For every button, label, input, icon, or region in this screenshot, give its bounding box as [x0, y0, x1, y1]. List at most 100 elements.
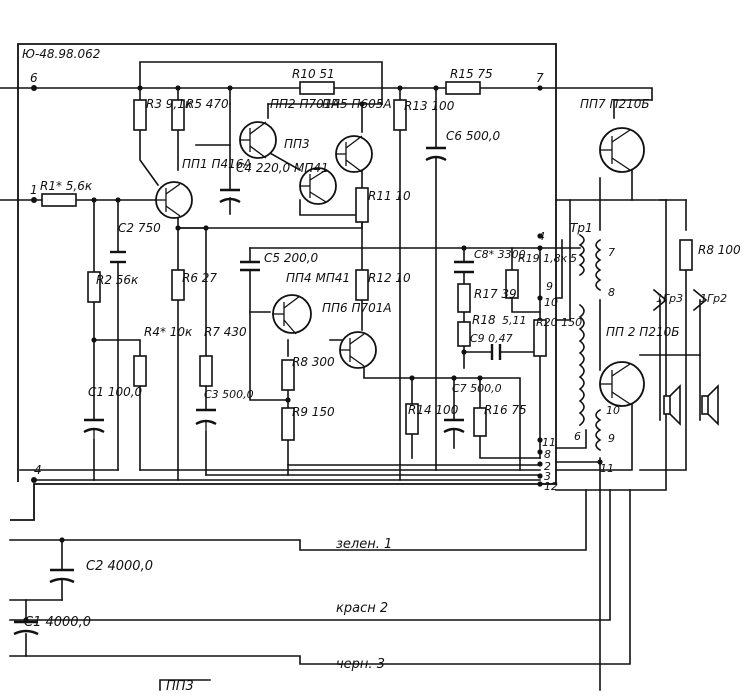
transistor-pp7	[599, 127, 645, 173]
label-gr3: 1Гр3	[656, 292, 683, 305]
label-r13: R13 100	[404, 99, 455, 113]
terminal-6: 6	[30, 71, 38, 85]
tr-pin-11: 11	[600, 462, 614, 475]
label-pp5: ПП5 П605А	[322, 97, 392, 111]
terminal-7: 7	[536, 71, 544, 85]
resistor-r20	[533, 319, 547, 357]
label-pp2: ПП2 П701А	[270, 97, 340, 111]
transistor-pp2	[239, 121, 277, 159]
resistor-r11	[355, 187, 369, 223]
tr-pin-10: 10	[606, 404, 620, 417]
label-c9: C9 0,47	[470, 332, 513, 345]
label-pp3-bottom: ПП3	[166, 679, 194, 694]
capacitor-c6	[425, 146, 447, 162]
label-r11: R11 10	[368, 189, 411, 203]
transistor-pp6	[339, 331, 377, 369]
resistor-r15	[445, 81, 481, 95]
resistor-r8-out	[679, 239, 693, 271]
resistor-r9	[281, 407, 295, 441]
transistor-pp1	[155, 181, 193, 219]
capacitor-c2	[110, 250, 126, 264]
terminal-2: 2	[544, 460, 551, 473]
label-r20: R20 150	[536, 316, 582, 329]
label-c1: C1 100,0	[88, 385, 143, 399]
label-r16: R16 75	[484, 403, 527, 417]
speakers	[652, 288, 719, 426]
wire-black-label: черн. 3	[336, 657, 385, 672]
label-r5-11: 5,11	[502, 314, 527, 327]
label-pp6: ПП6 П701А	[322, 301, 392, 315]
label-pp2-out: ПП 2 П210Б	[606, 325, 679, 339]
capacitor-c9	[490, 344, 502, 360]
label-c7: C7 500,0	[452, 382, 502, 395]
transformer-pin-labels: 4 5 6 7 8 9 10 11	[538, 230, 620, 475]
board-id: Ю-48.98.062	[22, 47, 100, 61]
resistor-r12	[355, 269, 369, 301]
label-pp4: ПП4 МП41	[286, 271, 350, 285]
resistors	[41, 81, 693, 441]
tr-pin-4: 4	[538, 230, 545, 243]
terminal-12: 12	[544, 480, 558, 493]
label-c6: C6 500,0	[446, 129, 501, 143]
label-r8-out: R8 100	[698, 243, 741, 257]
transistors	[155, 121, 645, 407]
wire-red-label: красн 2	[336, 601, 388, 616]
terminal-9: 9	[546, 280, 553, 293]
label-r2: R2 56к	[96, 273, 139, 287]
resistor-r19	[505, 269, 519, 299]
label-r1: R1* 5,6к	[40, 179, 93, 193]
transistor-pp3	[299, 167, 337, 205]
transistor-pp5	[335, 135, 373, 173]
label-c8: C8* 3300	[474, 248, 526, 261]
label-pp7: ПП7 П210Б	[580, 97, 650, 111]
resistor-r16	[473, 407, 487, 437]
label-r5: R5 470	[186, 97, 229, 111]
tr-pin-8: 8	[608, 286, 615, 299]
resistor-r1	[41, 193, 77, 207]
label-r18: R18	[472, 313, 496, 327]
label-c4: C4 220,0	[236, 161, 291, 175]
label-r4: R4* 10к	[144, 325, 193, 339]
terminal-1: 1	[30, 183, 38, 197]
label-r7: R7 430	[204, 325, 247, 339]
capacitor-c1	[83, 418, 105, 440]
label-pp3-type: МП41	[294, 161, 329, 175]
terminal-labels: 6 7 1 4 10 9 11 8 2 3 12	[30, 71, 558, 493]
terminal-10: 10	[544, 296, 558, 309]
label-c3: C3 500,0	[204, 388, 254, 401]
terminal-3: 3	[544, 470, 551, 483]
label-c2: C2 750	[118, 221, 161, 235]
tr-pin-7: 7	[608, 246, 615, 259]
wire-green-label: зелен. 1	[336, 537, 392, 552]
wire-labels: зелен. 1 красн 2 черн. 3	[336, 537, 392, 672]
tr-pin-5: 5	[570, 252, 577, 265]
label-pp1: ПП1 П416А	[182, 157, 252, 171]
label-r6: R6 27	[182, 271, 217, 285]
label-gr2: 1Гр2	[700, 292, 727, 305]
resistor-r4	[133, 355, 147, 387]
resistor-r3	[133, 99, 147, 131]
label-pc1: C1 4000,0	[24, 615, 91, 630]
label-r15: R15 75	[450, 67, 493, 81]
label-tr1: Тр1	[570, 221, 593, 235]
capacitors	[13, 146, 502, 636]
transistor-pp4	[272, 294, 312, 335]
capacitor-c5	[240, 260, 260, 272]
transistor-pp2-out	[599, 361, 645, 407]
resistor-r8	[281, 359, 295, 391]
capacitor-pc2	[49, 568, 75, 584]
label-pc2: C2 4000,0	[86, 559, 153, 574]
resistor-r7	[199, 355, 213, 387]
resistor-r2	[87, 271, 101, 303]
label-c5: C5 200,0	[264, 251, 319, 265]
terminal-11: 11	[542, 436, 556, 449]
component-labels: R1* 5,6к R2 56к C2 750 C1 100,0 R3 9,1к …	[24, 67, 741, 694]
label-r19: R19 1,8к	[518, 252, 568, 265]
label-r9: R9 150	[292, 405, 335, 419]
resistor-r13	[393, 99, 407, 131]
label-r3: R3 9,1к	[146, 97, 193, 111]
label-pp3: ПП3	[284, 137, 310, 151]
resistor-r6	[171, 269, 185, 301]
label-r17: R17 39	[474, 287, 517, 301]
